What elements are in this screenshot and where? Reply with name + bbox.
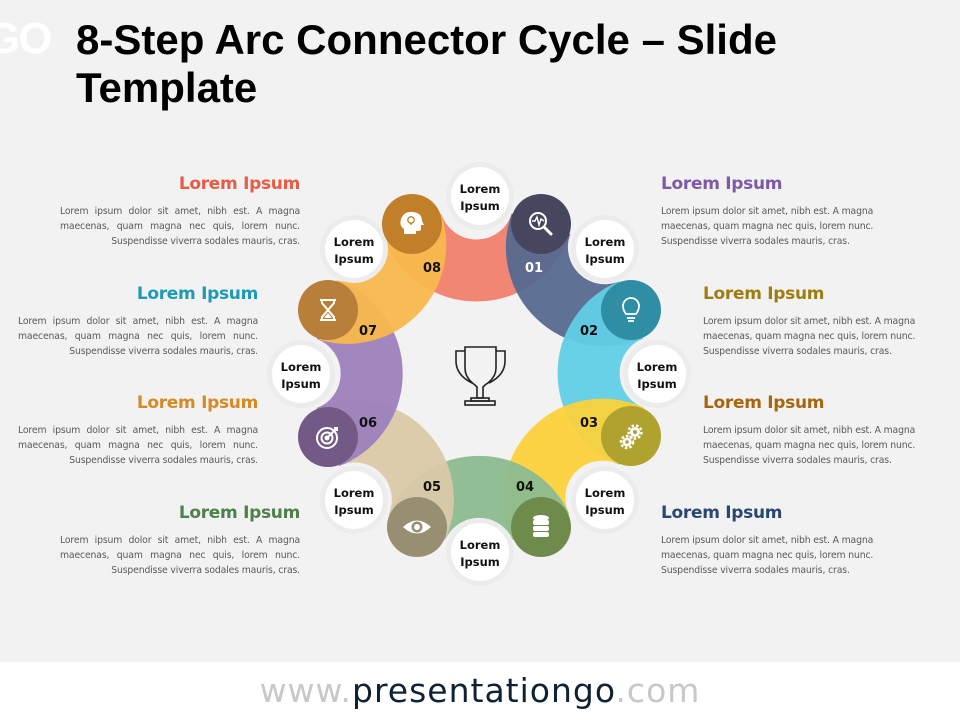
text-block-step-05: Lorem Ipsum Lorem ipsum dolor sit amet, … xyxy=(60,503,300,578)
page-title: 8-Step Arc Connector Cycle – Slide Templ… xyxy=(76,16,777,111)
label-circle-upper-left xyxy=(320,215,388,283)
step-number-04: 04 xyxy=(516,480,534,495)
block-title: Lorem Ipsum xyxy=(136,284,258,304)
step-number-08: 08 xyxy=(423,261,441,276)
icon-circle-01 xyxy=(511,194,571,254)
block-title: Lorem Ipsum xyxy=(703,284,825,304)
label-line2: Ipsum xyxy=(334,252,374,266)
label-line1: Lorem xyxy=(334,235,375,249)
label-line2: Ipsum xyxy=(460,555,500,569)
label-circle-right xyxy=(623,340,691,408)
block-title: Lorem Ipsum xyxy=(136,393,258,413)
text-block-step-03: Lorem Ipsum Lorem ipsum dolor sit amet, … xyxy=(703,393,943,468)
step-number-05: 05 xyxy=(423,480,441,495)
text-block-step-01: Lorem Ipsum Lorem ipsum dolor sit amet, … xyxy=(661,174,901,249)
step-number-03: 03 xyxy=(580,416,598,431)
footer-www: www. xyxy=(259,671,352,710)
block-body: Lorem ipsum dolor sit amet, nibh est. A … xyxy=(60,206,300,247)
label-line1: Lorem xyxy=(637,360,678,374)
block-title: Lorem Ipsum xyxy=(178,174,300,194)
step-number-06: 06 xyxy=(359,416,377,431)
block-body: Lorem ipsum dolor sit amet, nibh est. A … xyxy=(18,316,258,357)
gears-icon xyxy=(619,424,643,450)
head-idea-icon xyxy=(400,211,424,234)
block-body: Lorem ipsum dolor sit amet, nibh est. A … xyxy=(703,316,916,357)
footer-brand: presentationgo xyxy=(352,671,616,710)
block-body: Lorem ipsum dolor sit amet, nibh est. A … xyxy=(661,535,874,576)
label-line2: Ipsum xyxy=(460,199,500,213)
text-block-step-04: Lorem Ipsum Lorem ipsum dolor sit amet, … xyxy=(661,503,901,578)
label-circle-top xyxy=(446,162,514,230)
text-block-step-07: Lorem Ipsum Lorem ipsum dolor sit amet, … xyxy=(18,284,258,359)
step-number-01: 01 xyxy=(525,261,543,276)
footer-tld: .com xyxy=(615,671,701,710)
block-title: Lorem Ipsum xyxy=(178,503,300,523)
label-circle-lower-left xyxy=(320,466,388,534)
block-body: Lorem ipsum dolor sit amet, nibh est. A … xyxy=(18,425,258,466)
target-icon xyxy=(316,427,338,449)
label-circle-left xyxy=(267,340,335,408)
text-block-step-06: Lorem Ipsum Lorem ipsum dolor sit amet, … xyxy=(18,393,258,468)
hourglass-icon xyxy=(320,299,336,321)
lightbulb-icon xyxy=(622,297,640,322)
label-texts: Lorem Ipsum Lorem Ipsum Lorem Ipsum Lore… xyxy=(281,182,678,569)
footer-url[interactable]: www.presentationgo.com xyxy=(260,671,701,710)
label-line1: Lorem xyxy=(334,486,375,500)
step-number-02: 02 xyxy=(580,324,598,339)
label-line2: Ipsum xyxy=(334,503,374,517)
trophy-icon xyxy=(455,346,506,406)
block-title: Lorem Ipsum xyxy=(661,174,783,194)
block-body: Lorem ipsum dolor sit amet, nibh est. A … xyxy=(60,535,300,576)
label-circle-bottom xyxy=(446,518,514,586)
step-number-07: 07 xyxy=(359,324,377,339)
block-body: Lorem ipsum dolor sit amet, nibh est. A … xyxy=(661,206,874,247)
label-line1: Lorem xyxy=(585,486,626,500)
label-circle-upper-right xyxy=(571,215,639,283)
label-line2: Ipsum xyxy=(585,503,625,517)
label-line1: Lorem xyxy=(460,538,501,552)
label-line1: Lorem xyxy=(460,182,501,196)
text-block-step-08: Lorem Ipsum Lorem ipsum dolor sit amet, … xyxy=(60,174,300,249)
text-block-step-02: Lorem Ipsum Lorem ipsum dolor sit amet, … xyxy=(703,284,943,359)
logo-fragment: GO xyxy=(0,14,52,63)
label-line2: Ipsum xyxy=(281,377,321,391)
label-line2: Ipsum xyxy=(585,252,625,266)
label-circles xyxy=(267,162,691,586)
label-line1: Lorem xyxy=(585,235,626,249)
search-pulse-icon xyxy=(529,212,553,236)
database-icon xyxy=(533,515,549,537)
block-title: Lorem Ipsum xyxy=(661,503,783,523)
icon-circle-02 xyxy=(601,280,661,340)
step-numbers: 01 02 03 04 05 06 07 08 xyxy=(359,261,598,495)
footer: www.presentationgo.com xyxy=(0,662,960,720)
label-line1: Lorem xyxy=(281,360,322,374)
label-line2: Ipsum xyxy=(637,377,677,391)
block-title: Lorem Ipsum xyxy=(703,393,825,413)
label-circle-lower-right xyxy=(571,466,639,534)
eye-icon xyxy=(403,520,431,534)
block-body: Lorem ipsum dolor sit amet, nibh est. A … xyxy=(703,425,916,466)
